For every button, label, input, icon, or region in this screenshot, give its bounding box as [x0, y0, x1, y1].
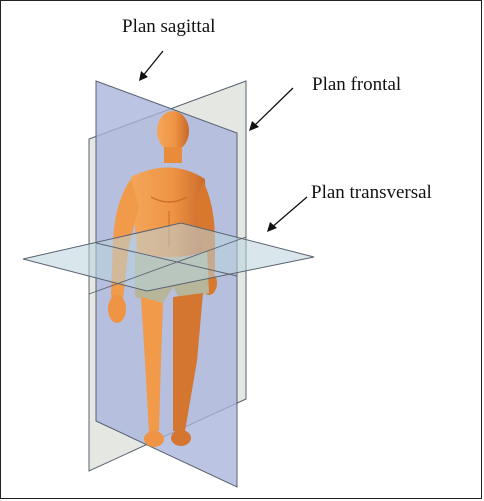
sagittal-arrow-icon [139, 51, 163, 81]
transversal-plane [23, 223, 314, 291]
label-plan-transversal: Plan transversal [311, 182, 432, 204]
label-plan-sagittal: Plan sagittal [122, 16, 215, 38]
transversal-arrow-icon [267, 197, 307, 232]
frontal-arrow-icon [249, 88, 293, 131]
label-plan-frontal: Plan frontal [312, 74, 401, 96]
